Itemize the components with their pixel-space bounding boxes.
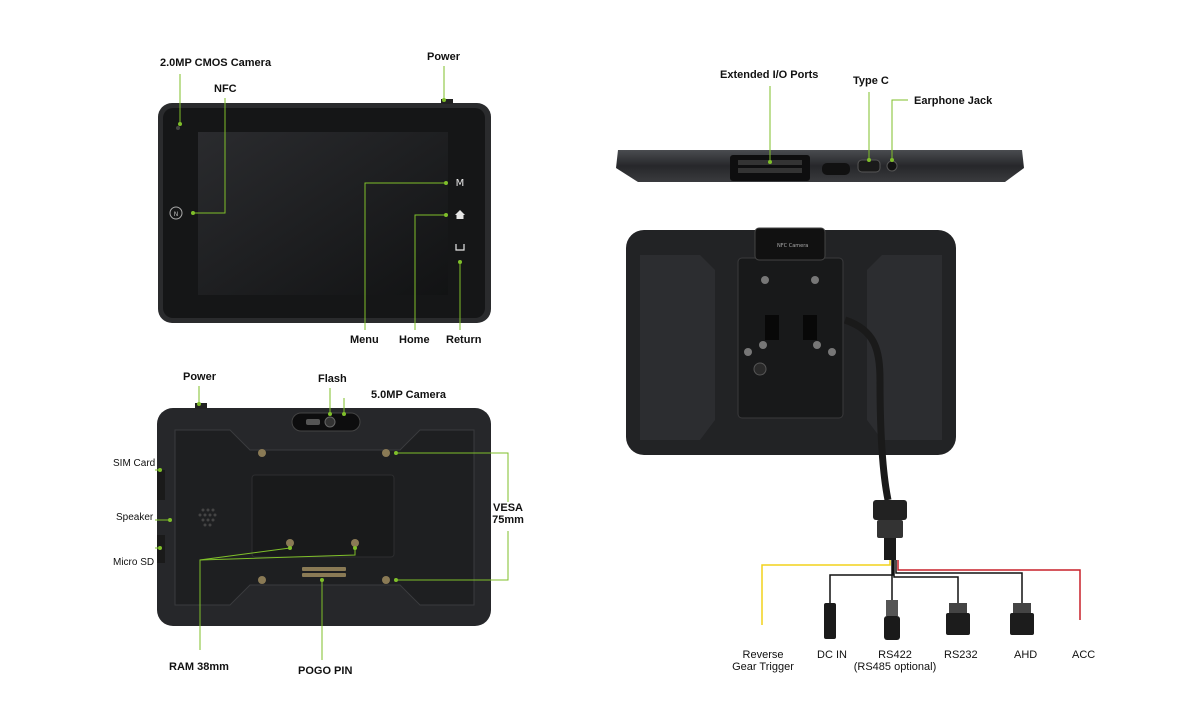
back-camera-lens-icon — [324, 416, 336, 428]
reverse-gear-label: Reverse Gear Trigger — [723, 649, 803, 673]
ram-screws — [286, 539, 359, 547]
nfc-label: NFC — [214, 83, 237, 95]
edge-body — [616, 150, 1024, 182]
sim-slot — [157, 470, 165, 500]
front-screen — [198, 132, 448, 295]
return-key-icon — [455, 244, 465, 251]
ahd-plug-icon — [1010, 603, 1034, 635]
tablet-front-view: N M — [158, 99, 491, 323]
tablet-top-edge-view — [616, 150, 1024, 182]
mount-module-caption: NFC Camera — [777, 243, 808, 249]
vesa-label-line1: VESA — [493, 502, 523, 514]
nfc-icon: N — [169, 206, 183, 220]
reverse-line1: Reverse — [742, 649, 784, 661]
front-power-label: Power — [427, 51, 461, 63]
back-camera-label: 5.0MP Camera — [371, 389, 447, 401]
rs232-label: RS232 — [944, 649, 978, 661]
pogo-label: POGO PIN — [298, 665, 353, 677]
back-power-key — [195, 403, 207, 409]
front-power-key — [441, 99, 453, 104]
mount-knob — [753, 362, 767, 376]
mount-slot-left — [765, 315, 779, 340]
flash-icon — [306, 419, 320, 425]
edge-blank-plug — [822, 163, 850, 175]
vesa-screws — [258, 449, 390, 584]
mount-bracket — [737, 257, 844, 419]
speaker-label: Speaker — [116, 512, 154, 523]
vesa-label: VESA 75mm — [488, 502, 528, 526]
rs232-plug-icon — [946, 603, 970, 635]
flash-label: Flash — [318, 373, 347, 385]
dc-in-plug-icon — [824, 603, 836, 639]
menu-key-icon: M — [456, 178, 465, 189]
dcin-label: DC IN — [817, 649, 847, 661]
earphone-jack-icon — [886, 160, 898, 172]
front-callout-dots — [178, 98, 462, 264]
front-camera-icon — [176, 126, 180, 130]
io-port-label: Extended I/O Ports — [720, 69, 819, 81]
menu-label: Menu — [350, 334, 379, 346]
ahd-label: AHD — [1014, 649, 1038, 661]
front-callout-lines — [179, 66, 461, 330]
svg-text:N: N — [174, 211, 179, 218]
acc-label: ACC — [1072, 649, 1096, 661]
ram-label: RAM 38mm — [169, 661, 229, 673]
home-key-icon — [455, 210, 465, 219]
home-label: Home — [399, 334, 430, 346]
mount-right-grip — [867, 255, 942, 440]
harness-cable — [843, 316, 907, 560]
mount-screws — [744, 276, 836, 356]
harness-connector — [873, 500, 907, 520]
pogo-pin-icon — [302, 567, 346, 577]
rs422-line1: RS422 — [878, 649, 912, 661]
vesa-label-line2: 75mm — [492, 514, 524, 526]
reverse-line2: Gear Trigger — [732, 661, 794, 673]
mount-slot-right — [803, 315, 817, 340]
mount-left-grip — [640, 255, 715, 440]
sim-label: SIM Card — [113, 458, 156, 469]
back-callout-lines — [155, 386, 509, 660]
rs422-line2: (RS485 optional) — [853, 661, 937, 673]
earphone-label: Earphone Jack — [914, 95, 993, 107]
back-power-label: Power — [183, 371, 217, 383]
return-label: Return — [446, 334, 482, 346]
typec-label: Type C — [853, 75, 889, 87]
tablet-back-view — [157, 403, 491, 626]
harness-connector-body — [877, 520, 903, 538]
edge-callout-lines — [769, 86, 908, 162]
harness-wires — [761, 560, 1081, 625]
rs422-label: RS422 (RS485 optional) — [845, 649, 945, 673]
back-callout-dots — [158, 402, 398, 582]
microsd-label: Micro SD — [113, 557, 155, 568]
tablet-mount-view: NFC Camera — [626, 227, 956, 455]
back-texture-pad — [251, 474, 395, 558]
front-camera-label: 2.0MP CMOS Camera — [160, 57, 272, 69]
speaker-grill-icon — [198, 508, 217, 527]
rs422-plug-icon — [884, 600, 900, 640]
mount-camera-module — [754, 227, 826, 261]
